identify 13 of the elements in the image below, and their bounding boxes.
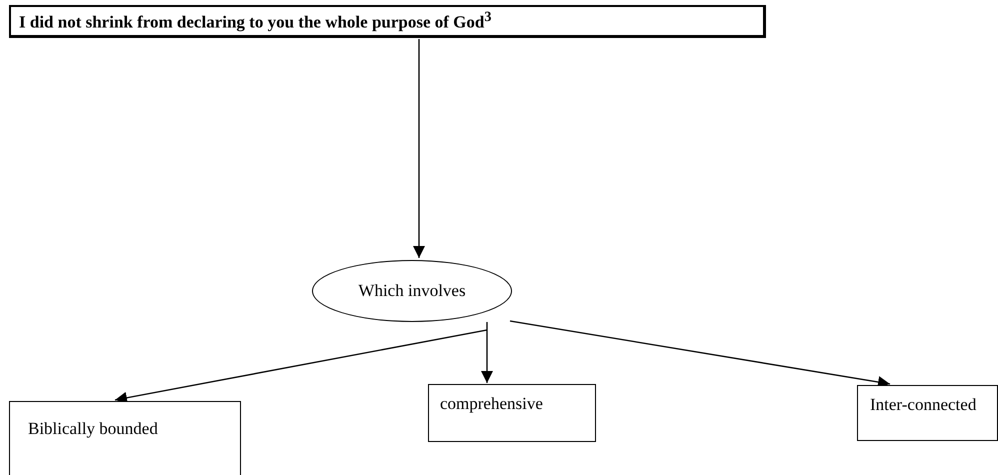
arrow — [510, 320, 890, 388]
node-text: Biblically bounded — [28, 418, 159, 440]
node-text: Which involves — [358, 280, 466, 302]
process-box — [9, 401, 241, 475]
process-box — [428, 384, 596, 442]
process-box — [857, 385, 998, 441]
title-box — [9, 5, 766, 38]
arrow — [114, 329, 488, 404]
arrow — [413, 39, 425, 258]
node-text: I did not shrink from declaring to you the whole purpose of God$^{3}$ — [19, 9, 492, 33]
node-text: Inter-connected — [870, 394, 978, 416]
arrow — [481, 322, 493, 383]
node-text: comprehensive — [440, 393, 544, 414]
